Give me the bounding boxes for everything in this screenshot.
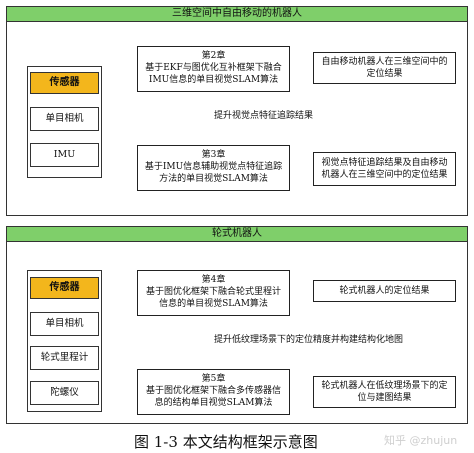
chapter-5-result: 轮式机器人在低纹理场景下的定位与建图结果 (313, 376, 456, 408)
sensor-monocular-camera: 单目相机 (30, 107, 99, 131)
chapter-heading: 第2章 (201, 51, 226, 61)
chapter-line: 基于IMU信息辅助视觉点特征追踪 (144, 162, 283, 172)
chapter-line: 信息的单目视觉SLAM算法 (159, 299, 268, 309)
chapter-line: IMU信息的单目视觉SLAM算法 (148, 75, 279, 85)
chapter-5-box: 第5章 基于图优化框架下融合多传感器信 息的结构单目视觉SLAM算法 (137, 369, 290, 415)
chapter-line: 基于EKF与图优化互补框架下融合 (145, 63, 282, 73)
chapter-3-box: 第3章 基于IMU信息辅助视觉点特征追踪 方法的单目视觉SLAM算法 (137, 145, 290, 191)
chapter-line: 基于图优化框架下融合轮式里程计 (145, 287, 281, 297)
chapter-line: 基于图优化框架下融合多传感器信 (145, 386, 281, 396)
sensor-gyroscope: 陀螺仪 (30, 381, 99, 405)
sensor-title: 传感器 (30, 277, 99, 299)
link-annotation: 提升低纹理场景下的定位精度并构建结构化地图 (214, 335, 404, 345)
sensor-monocular-camera: 单目相机 (30, 312, 99, 336)
chapter-line: 方法的单目视觉SLAM算法 (159, 174, 268, 184)
chapter-2-box: 第2章 基于EKF与图优化互补框架下融合 IMU信息的单目视觉SLAM算法 (137, 46, 290, 92)
sensor-imu: IMU (30, 143, 99, 167)
figure-caption: 图 1-3 本文结构框架示意图 (134, 433, 318, 451)
sensor-wheel-odometer: 轮式里程计 (30, 346, 99, 370)
watermark: 知乎 @zhujun (384, 434, 458, 447)
chapter-4-result: 轮式机器人的定位结果 (313, 280, 456, 302)
chapter-3-result: 视觉点特征追踪结果及自由移动机器人在三维空间中的定位结果 (313, 152, 456, 186)
chapter-heading: 第3章 (201, 150, 226, 160)
sensor-title: 传感器 (30, 72, 99, 94)
panel-title: 轮式机器人 (7, 227, 467, 242)
panel-title: 三维空间中自由移动的机器人 (7, 7, 467, 22)
chapter-heading: 第5章 (201, 374, 226, 384)
chapter-4-box: 第4章 基于图优化框架下融合轮式里程计 信息的单目视觉SLAM算法 (137, 270, 290, 316)
chapter-line: 息的结构单目视觉SLAM算法 (154, 398, 273, 408)
chapter-2-result: 自由移动机器人在三维空间中的定位结果 (313, 52, 456, 84)
link-annotation: 提升视觉点特征追踪结果 (214, 111, 314, 121)
chapter-heading: 第4章 (201, 275, 226, 285)
